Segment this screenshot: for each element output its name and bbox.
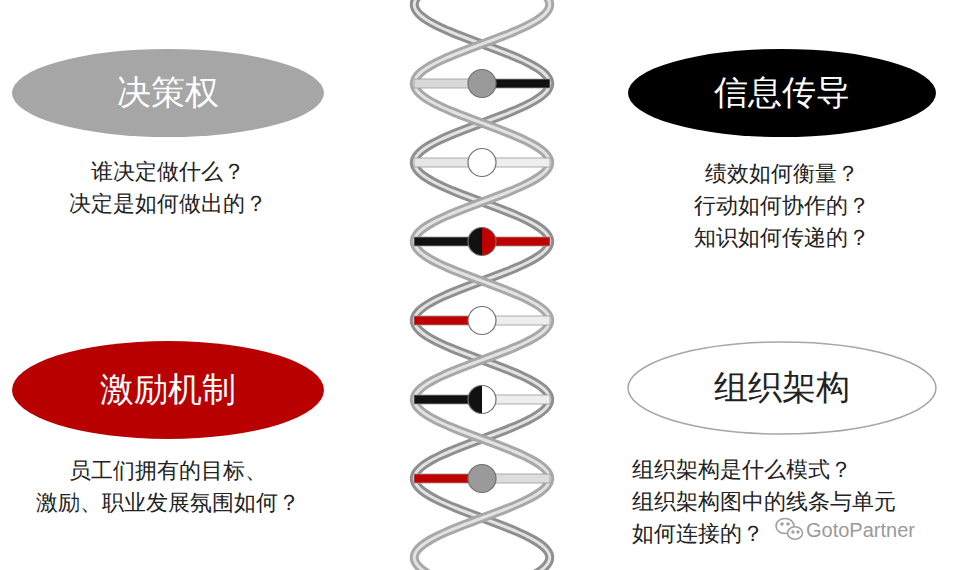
topic-node: 组织架构组织架构是什么模式？组织架构图中的线条与单元如何连接的？	[622, 341, 942, 550]
ellipse-fill	[12, 49, 324, 137]
base-ball	[468, 149, 482, 177]
base-pair	[414, 307, 550, 335]
base-ball	[482, 70, 496, 98]
topic-title: 信息传导	[714, 74, 850, 111]
question-line: 激励、职业发展氛围如何？	[11, 487, 325, 519]
base-pair	[414, 228, 550, 256]
topic-node: 激励机制员工们拥有的目标、激励、职业发展氛围如何？	[11, 340, 325, 519]
base-ball	[468, 386, 482, 414]
ball-outline	[468, 228, 496, 256]
ball-outline	[468, 465, 496, 493]
topic-questions: 谁决定做什么？决定是如何做出的？	[11, 156, 325, 220]
watermark: GotoPartner	[806, 519, 915, 542]
question-line: 知识如何传递的？	[627, 222, 937, 254]
base-pair	[414, 70, 550, 98]
helix-strand	[414, 0, 549, 570]
dna-helix	[414, 0, 550, 570]
ball-outline	[468, 70, 496, 98]
bubble-dot	[787, 523, 789, 525]
base-ball	[482, 149, 496, 177]
base-pair	[414, 386, 550, 414]
ball-outline	[468, 149, 496, 177]
question-line: 行动如何协作的？	[627, 190, 937, 222]
question-line: 组织架构是什么模式？	[632, 454, 942, 486]
helix-strand	[414, 0, 549, 570]
base-ball	[482, 465, 496, 493]
bubble-dot	[797, 531, 799, 533]
base-ball	[482, 386, 496, 414]
base-ball	[468, 70, 482, 98]
base-pair	[414, 465, 550, 493]
wechat-icon	[776, 519, 803, 540]
base-ball	[468, 465, 482, 493]
ellipse-fill	[628, 49, 936, 137]
ellipse-shape: 组织架构	[622, 341, 942, 435]
question-line: 绩效如何衡量？	[627, 158, 937, 190]
question-line: 组织架构图中的线条与单元	[632, 486, 942, 518]
base-ball	[468, 228, 482, 256]
ellipse-shape: 激励机制	[11, 340, 325, 440]
ellipse-fill	[628, 342, 936, 434]
chat-bubble	[788, 527, 803, 539]
topic-questions: 员工们拥有的目标、激励、职业发展氛围如何？	[11, 455, 325, 519]
strand-highlight	[414, 0, 549, 570]
topic-node: 信息传导绩效如何衡量？行动如何协作的？知识如何传递的？	[627, 48, 937, 254]
topic-title: 激励机制	[100, 371, 236, 408]
question-line: 员工们拥有的目标、	[11, 455, 325, 487]
topic-title: 决策权	[117, 74, 219, 111]
strand-highlight	[414, 0, 549, 570]
base-ball	[468, 307, 482, 335]
topic-title: 组织架构	[714, 369, 850, 406]
ball-outline	[468, 307, 496, 335]
question-line: 谁决定做什么？	[11, 156, 325, 188]
topic-node: 决策权谁决定做什么？决定是如何做出的？	[11, 48, 325, 220]
ellipse-shape: 信息传导	[627, 48, 937, 138]
ball-outline	[468, 386, 496, 414]
ellipse-fill	[12, 341, 324, 439]
bubble-dot	[792, 531, 794, 533]
base-ball	[482, 307, 496, 335]
base-ball	[482, 228, 496, 256]
topic-questions: 绩效如何衡量？行动如何协作的？知识如何传递的？	[627, 158, 937, 254]
ellipse-shape: 决策权	[11, 48, 325, 138]
bubble-dot	[781, 523, 783, 525]
question-line: 决定是如何做出的？	[11, 188, 325, 220]
base-pair	[414, 149, 550, 177]
